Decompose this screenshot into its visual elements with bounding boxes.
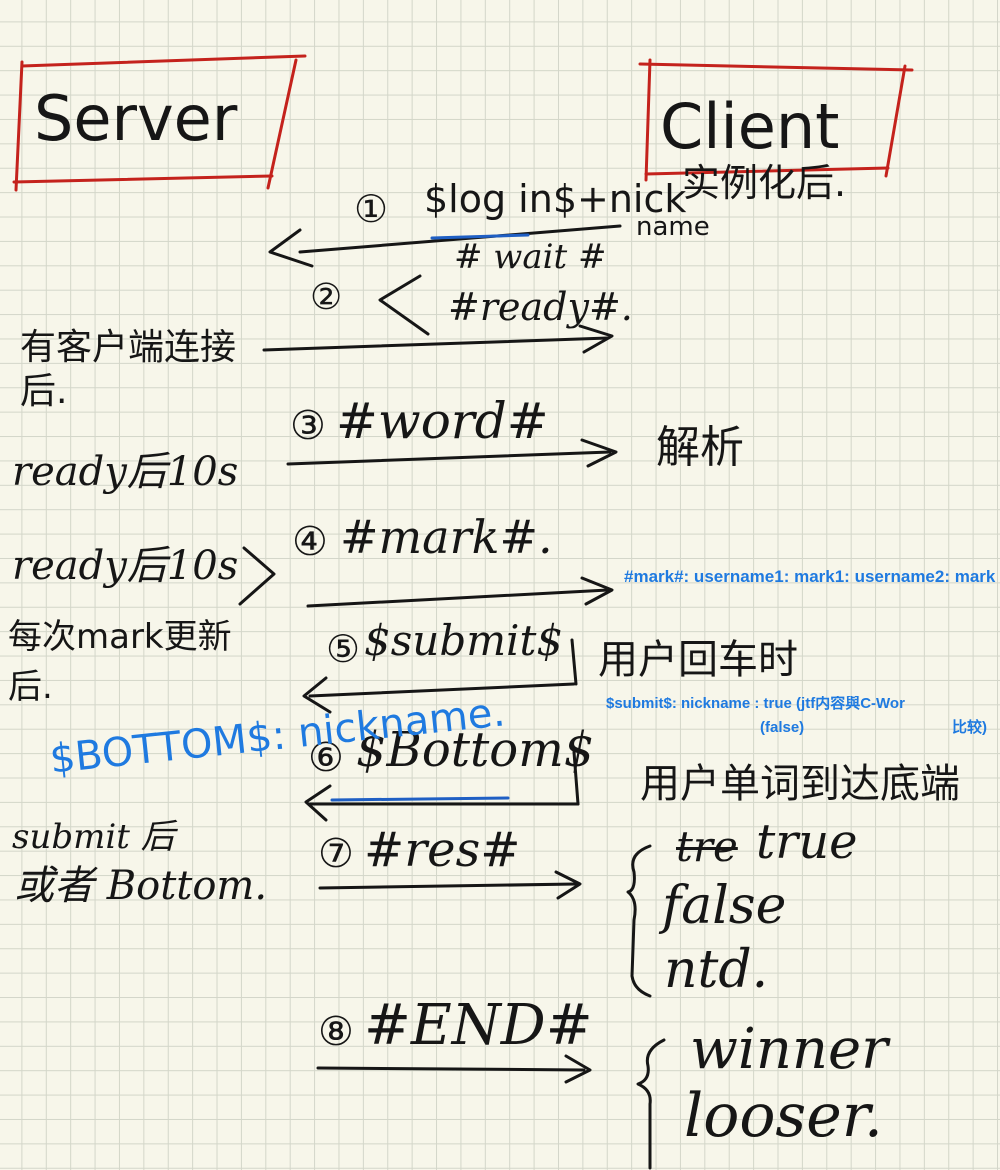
- step5-note: 用户回车时: [598, 637, 798, 683]
- step3-note: 解析: [656, 422, 744, 473]
- step8-number: ⑧: [318, 1009, 354, 1055]
- server-box: [12, 54, 307, 192]
- client-label: Client: [660, 90, 840, 163]
- step3-message: #word#: [336, 392, 549, 450]
- server-note-or-bottom: 或者 Bottom.: [14, 863, 268, 909]
- step8-message: #END#: [364, 993, 593, 1058]
- step8-brace: [636, 1038, 666, 1170]
- step1-sub: name: [636, 212, 710, 242]
- step5-number: ⑤: [326, 627, 361, 671]
- step5-arrow: [302, 638, 578, 714]
- step6-number: ⑥: [308, 735, 344, 781]
- step2-arrow: [262, 274, 614, 354]
- step2-wait: # wait #: [454, 237, 607, 277]
- step8-arrow: [316, 1054, 592, 1084]
- step7-arrow: [318, 870, 582, 900]
- step2-ready: #ready#.: [448, 285, 633, 329]
- step1-note: 实例化后.: [682, 161, 847, 205]
- step4-note: #mark#: username1: mark1: username2: mar…: [624, 568, 996, 585]
- step5-detail-false: (false): [760, 719, 805, 736]
- step7-message: #res#: [364, 822, 521, 878]
- client-box: [638, 58, 914, 182]
- step8-option-winner: winner: [690, 1017, 888, 1082]
- step2-number: ②: [310, 277, 343, 318]
- server-note-mark-update: 每次mark更新后.: [8, 617, 232, 707]
- step7-number: ⑦: [318, 831, 354, 877]
- server-note-ready1: ready后10s: [12, 449, 239, 495]
- step5-detail-compare: 比较): [952, 719, 987, 736]
- step4-bracket: [238, 546, 276, 606]
- server-note-connect: 有客户端连接后.: [20, 327, 237, 412]
- step1-number: ①: [354, 187, 389, 231]
- step5-detail: $submit$: nickname : true (jtf内容與C-Wor: [606, 696, 905, 711]
- step1-message: $log in$+nick: [424, 177, 687, 221]
- step1-arrow: [268, 224, 622, 268]
- step4-message: #mark#.: [340, 510, 553, 564]
- step4-arrow: [306, 576, 614, 608]
- server-note-submit-after: submit 后: [12, 817, 175, 857]
- step6-arrow: [304, 750, 580, 822]
- step7-option-true: true: [756, 814, 858, 870]
- step6-note: 用户单词到达底端: [640, 761, 960, 807]
- step4-number: ④: [292, 519, 328, 565]
- step5-message: $submit$: [364, 616, 564, 665]
- step7-option-struck: tre: [676, 822, 738, 871]
- step3-number: ③: [290, 403, 326, 449]
- step6-message: $Bottom$: [356, 722, 595, 778]
- server-note-ready2: ready后10s: [12, 543, 239, 589]
- step3-arrow: [286, 438, 618, 468]
- step7-option-ntd: ntd.: [664, 940, 769, 1000]
- step7-option-false: false: [662, 876, 787, 936]
- step7-brace: [626, 844, 652, 998]
- step8-option-looser: looser.: [684, 1081, 883, 1151]
- server-label: Server: [34, 82, 238, 155]
